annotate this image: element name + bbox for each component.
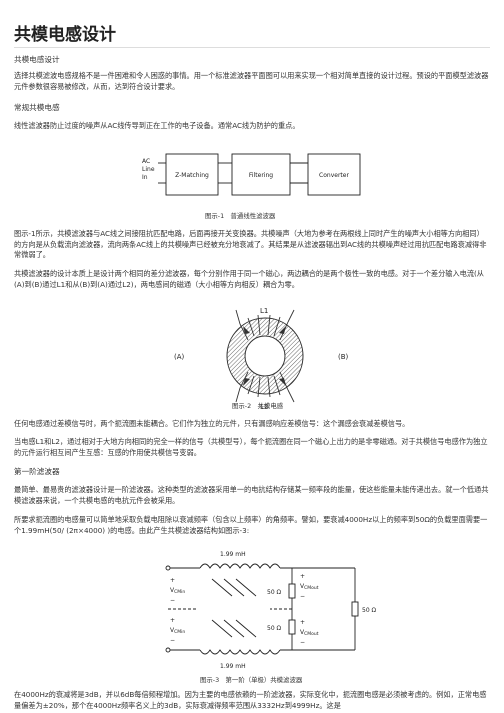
v-cmin-top-plus: + [170,577,175,584]
v-cmout-bottom-minus: − [300,639,305,646]
v-cmin-bottom-label: VCMin [170,627,185,635]
paragraph-first-order: 最简单、最易贵的滤波器设计是一阶滤波器。这种类型的滤波器采用单一的电抗结构存储某… [14,485,489,505]
section-heading-intro: 共模电感设计 [14,55,60,64]
v-cmin-bottom-plus: + [170,617,175,624]
inductor-top-value: 1.99 mH [220,551,246,558]
figure-1-block-diagram: AC Line In Z-Matching Filtering Converte… [140,153,361,196]
r-top-value: 50 Ω [267,589,282,596]
r-right-value: 50 Ω [362,607,377,614]
v-cmin-top-label: VCMin [170,587,185,595]
label-l2: L2 [260,403,268,411]
ac-label-line3: In [142,174,148,181]
label-b: (B) [338,353,349,361]
v-cmout-top-plus: + [300,573,305,580]
r-mid-value: 50 Ω [267,625,282,632]
v-cmout-bottom-label: VCMout [300,629,319,637]
figure-2-caption: 图示-2 共模电感 [232,402,284,410]
section-heading-first-order: 第一阶滤波器 [14,467,60,476]
section-heading-typical: 常规共模电感 [14,103,60,112]
paragraph-structure: 共模滤波器的设计本质上是设计两个相同的差分滤波器，每个分别作用于同一个磁心，两边… [14,269,484,289]
figure-1-caption: 图示-1 普通线性滤波器 [205,212,276,220]
ac-label-line2: Line [142,166,155,173]
label-l1: L1 [260,307,268,315]
block-z-matching: Z-Matching [175,172,209,179]
title-divider [14,47,490,48]
label-a: (A) [174,353,185,361]
ac-label-line1: AC [142,158,150,165]
v-cmin-bottom-minus: − [170,637,175,644]
paragraph-load: 所要求扼流圈的电感量可以简单地采取负载电阻除以衰减频率（包含以上频率）的角频率。… [14,515,488,535]
paragraph-typical: 线性滤波器防止过度的噪声从AC线传导到正在工作的电子设备。通常AC线为防护的重点… [14,121,300,130]
paragraph-common-mode: 当电感L1和L2，通过相对于大地方向相同的完全一样的信号（共模型号），每个扼流圈… [14,437,488,457]
block-filtering: Filtering [249,172,273,179]
inductor-bottom-value: 1.99 mH [220,663,246,670]
paragraph-final: 在4000Hz的衰减将是3dB，并以6dB每倍频程增加。因为主要的电感依赖的一阶… [14,690,487,710]
page-title: 共模电感设计 [14,25,116,45]
v-cmin-top-minus: − [170,597,175,604]
v-cmout-top-minus: − [300,593,305,600]
v-cmout-bottom-plus: + [300,619,305,626]
figure-3-caption: 图示-3 第一阶（单极）共模滤波器 [200,676,303,684]
paragraph-figure-1: 图示-1所示，共模滤波器与AC线之间接阻抗匹配电路，后面再接开关变换器。共模噪声… [14,229,487,259]
v-cmout-top-label: VCMout [300,583,319,591]
paragraph-coupling: 任何电感通过差模信号时，两个扼流圈未能耦合。它们作为独立的元件，只有漏感响应差模… [14,419,410,428]
figure-2-toroid-inductor: L1 L2 (A) (B) [174,307,349,411]
figure-3-first-order-filter: 1.99 mH 1.99 mH + VCMin − + VCMin − 50 Ω… [165,551,377,670]
paragraph-intro: 选择共模滤波电感规格不是一件困难和令人困惑的事情。用一个标准滤波器平面图可以用来… [14,71,489,91]
block-converter: Converter [319,172,349,179]
